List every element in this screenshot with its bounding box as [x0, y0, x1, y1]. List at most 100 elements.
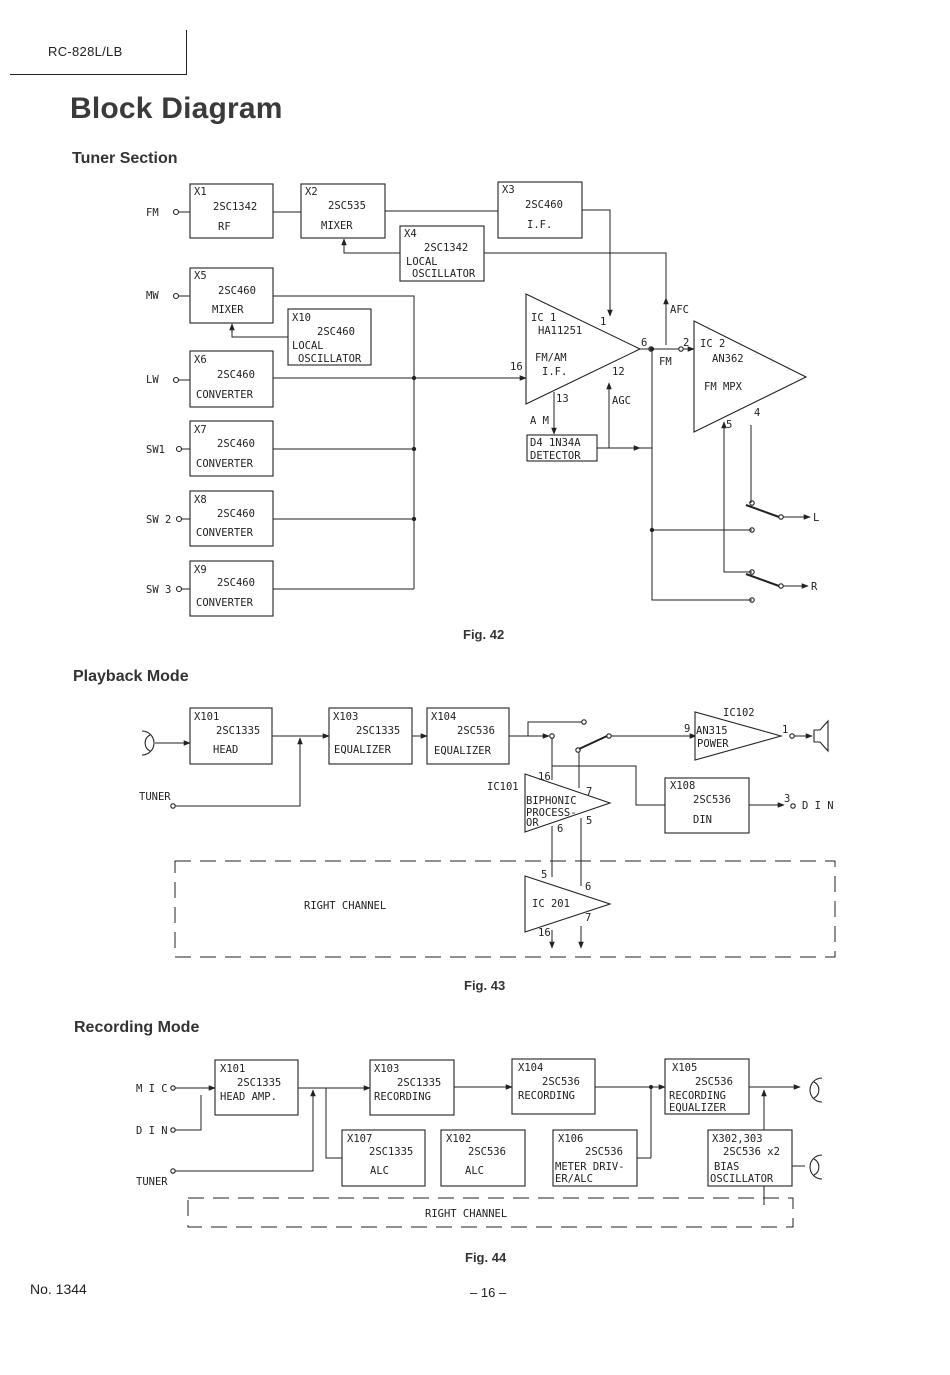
- fig-44-label: Fig. 44: [465, 1250, 507, 1265]
- recording-diagram: M I C D I N TUNER X101 2SC1335 HEAD AMP.…: [136, 1058, 823, 1228]
- svg-text:FM/AM: FM/AM: [535, 352, 567, 364]
- tuner-diagram: FM MW LW SW1 SW 2 SW 3 X1 2SC1342 RF X2 …: [146, 181, 819, 617]
- svg-text:BIPHONIC: BIPHONIC: [526, 795, 577, 807]
- svg-text:IC 2: IC 2: [700, 338, 725, 350]
- svg-text:POWER: POWER: [697, 738, 729, 750]
- svg-text:2SC536: 2SC536: [468, 1146, 506, 1158]
- svg-text:RECORDING: RECORDING: [518, 1090, 575, 1102]
- svg-text:9: 9: [684, 723, 690, 735]
- svg-text:METER DRIV-: METER DRIV-: [555, 1161, 625, 1173]
- pb-x108-din-block: X108 2SC536 DIN: [664, 777, 750, 834]
- svg-text:OR: OR: [526, 817, 539, 829]
- svg-text:2SC536: 2SC536: [542, 1076, 580, 1088]
- svg-text:DETECTOR: DETECTOR: [530, 450, 581, 462]
- tuner-section-title: Tuner Section: [72, 150, 178, 167]
- svg-text:X5: X5: [194, 270, 207, 282]
- svg-text:2SC460: 2SC460: [217, 438, 255, 450]
- svg-text:IC 201: IC 201: [532, 898, 570, 910]
- svg-text:3: 3: [784, 793, 790, 805]
- rec-x102-alc-block: X102 2SC536 ALC: [440, 1129, 526, 1187]
- svg-text:X101: X101: [194, 711, 219, 723]
- playback-head-icon: [141, 730, 155, 756]
- svg-text:5: 5: [586, 815, 592, 827]
- svg-text:16: 16: [538, 771, 551, 783]
- svg-text:IC101: IC101: [487, 781, 519, 793]
- svg-text:AN362: AN362: [712, 353, 744, 365]
- svg-text:16: 16: [510, 361, 523, 373]
- svg-text:13: 13: [556, 393, 569, 405]
- pb-din-output-label: D I N: [802, 800, 834, 812]
- svg-text:X101: X101: [220, 1063, 245, 1075]
- svg-text:2SC1335: 2SC1335: [237, 1077, 281, 1089]
- svg-text:2SC460: 2SC460: [217, 577, 255, 589]
- speaker-icon: [813, 719, 829, 753]
- svg-text:X108: X108: [670, 780, 695, 792]
- left-output-label: L: [813, 512, 819, 524]
- svg-text:EQUALIZER: EQUALIZER: [434, 745, 492, 757]
- svg-text:2SC536 x2: 2SC536 x2: [723, 1146, 780, 1158]
- rec-x107-alc-block: X107 2SC1335 ALC: [341, 1129, 426, 1187]
- agc-label: AGC: [612, 395, 631, 407]
- svg-text:DIN: DIN: [693, 814, 712, 826]
- svg-text:X9: X9: [194, 564, 207, 576]
- pb-right-channel-frame: [174, 860, 836, 958]
- svg-text:I.F.: I.F.: [527, 219, 552, 231]
- x8-converter-block: X8 2SC460 CONVERTER: [189, 490, 274, 547]
- playback-diagram: X101 2SC1335 HEAD TUNER X103 2SC1335 EQU…: [139, 707, 836, 958]
- ic1-fm-am-if-amplifier: IC 1 HA11251 FM/AM I.F.: [525, 293, 642, 405]
- svg-text:OSCILLATOR: OSCILLATOR: [710, 1173, 774, 1185]
- page-number: – 16 –: [470, 1285, 507, 1300]
- svg-text:LOCAL: LOCAL: [406, 256, 438, 268]
- svg-text:BIAS: BIAS: [714, 1161, 739, 1173]
- svg-text:16: 16: [538, 927, 551, 939]
- svg-text:ALC: ALC: [370, 1165, 389, 1177]
- x5-mixer-block: X5 2SC460 MIXER: [189, 267, 274, 324]
- svg-text:5: 5: [726, 419, 732, 431]
- pb-ic102-power-amplifier: IC102 AN315 POWER: [694, 707, 784, 761]
- svg-text:HEAD AMP.: HEAD AMP.: [220, 1091, 277, 1103]
- svg-text:HA11251: HA11251: [538, 325, 582, 337]
- x10-local-oscillator-block: X10 2SC460 LOCAL OSCILLATOR: [287, 308, 372, 366]
- svg-text:2SC460: 2SC460: [217, 508, 255, 520]
- am-label: A M: [530, 415, 549, 427]
- svg-text:2SC1335: 2SC1335: [397, 1077, 441, 1089]
- svg-text:RECORDING: RECORDING: [374, 1091, 431, 1103]
- svg-text:2SC536: 2SC536: [693, 794, 731, 806]
- pb-right-channel-label: RIGHT CHANNEL: [304, 900, 386, 912]
- svg-text:2SC460: 2SC460: [218, 285, 256, 297]
- right-output-label: R: [811, 581, 818, 593]
- sw2-input-label: SW 2: [146, 514, 171, 526]
- fm-input-label: FM: [146, 207, 159, 219]
- pb-tuner-label: TUNER: [139, 791, 171, 803]
- svg-text:X1: X1: [194, 186, 207, 198]
- svg-text:2SC1335: 2SC1335: [356, 725, 400, 737]
- svg-text:X106: X106: [558, 1133, 583, 1145]
- svg-text:X102: X102: [446, 1133, 471, 1145]
- svg-text:OSCILLATOR: OSCILLATOR: [412, 268, 476, 280]
- svg-text:2SC536: 2SC536: [695, 1076, 733, 1088]
- svg-text:2SC460: 2SC460: [217, 369, 255, 381]
- rec-right-channel-frame: [187, 1197, 794, 1228]
- x2-mixer-block: X2 2SC535 MIXER: [300, 183, 386, 239]
- svg-text:X6: X6: [194, 354, 207, 366]
- document-number: No. 1344: [30, 1281, 87, 1297]
- pb-x104-equalizer-block: X104 2SC536 EQUALIZER: [426, 707, 510, 765]
- rec-x302-bias-oscillator-block: X302,303 2SC536 x2 BIAS OSCILLATOR: [707, 1129, 793, 1187]
- model-number: RC-828L/LB: [48, 44, 123, 59]
- svg-text:1: 1: [600, 316, 606, 328]
- svg-text:2: 2: [683, 337, 689, 349]
- svg-text:FM MPX: FM MPX: [704, 381, 743, 393]
- svg-text:4: 4: [754, 407, 760, 419]
- svg-text:PROCESS-: PROCESS-: [526, 807, 577, 819]
- svg-text:X3: X3: [502, 184, 515, 196]
- svg-text:2SC1342: 2SC1342: [424, 242, 468, 254]
- svg-text:EQUALIZER: EQUALIZER: [669, 1102, 727, 1114]
- pb-ic201-right-processor: IC 201: [524, 875, 612, 933]
- model-header-box: [10, 30, 187, 75]
- x9-converter-block: X9 2SC460 CONVERTER: [189, 560, 274, 617]
- svg-text:2SC1335: 2SC1335: [216, 725, 260, 737]
- svg-text:X8: X8: [194, 494, 207, 506]
- svg-text:2SC460: 2SC460: [317, 326, 355, 338]
- rec-x103-recording-block: X103 2SC1335 RECORDING: [369, 1059, 455, 1116]
